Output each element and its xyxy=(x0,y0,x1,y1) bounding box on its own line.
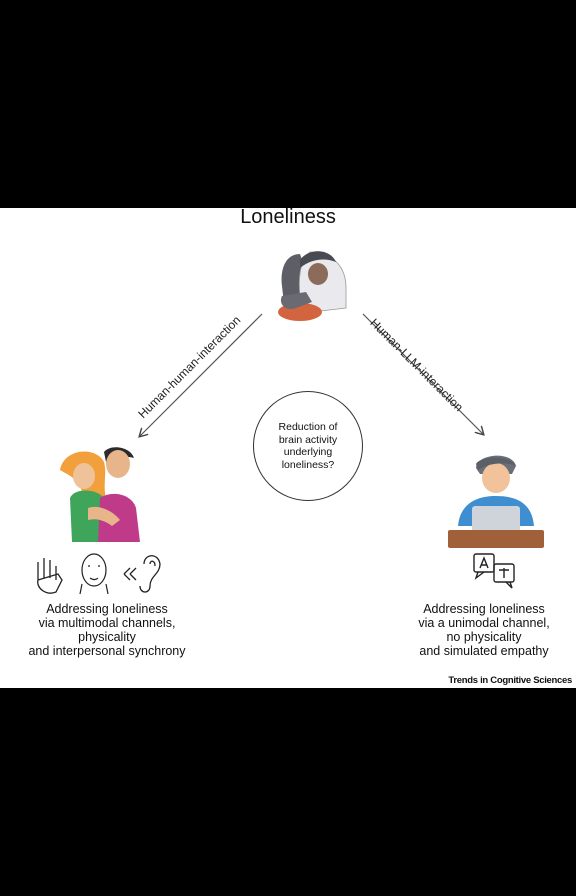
right-caption: Addressing loneliness via a unimodal cha… xyxy=(394,602,574,658)
diagram-panel: Loneliness xyxy=(0,208,576,688)
left-caption-line: Addressing loneliness xyxy=(46,602,168,616)
center-question-circle: Reduction of brain activity underlying l… xyxy=(253,391,363,501)
center-question-text: Reduction of brain activity underlying l… xyxy=(279,421,338,471)
hearing-icon xyxy=(123,555,161,593)
journal-credit: Trends in Cognitive Sciences xyxy=(448,675,572,686)
diagram-graphics xyxy=(37,251,544,595)
center-question-line: loneliness? xyxy=(281,458,335,471)
center-question-line: Reduction of xyxy=(278,421,338,433)
center-question-line: brain activity xyxy=(278,433,338,446)
diagram-title: Loneliness xyxy=(240,208,336,228)
hand-touch-icon xyxy=(37,558,63,594)
hugging-people-icon xyxy=(60,447,140,542)
left-caption-line: via multimodal channels, xyxy=(38,616,176,630)
person-laptop-icon xyxy=(448,455,544,548)
left-caption-line: and interpersonal synchrony xyxy=(28,644,186,658)
chat-translate-icon xyxy=(473,553,515,589)
right-caption-line: Addressing loneliness xyxy=(423,602,545,616)
left-caption: Addressing loneliness via multimodal cha… xyxy=(2,602,212,658)
left-arrow xyxy=(140,313,263,436)
right-caption-line: and simulated empathy xyxy=(419,644,549,658)
face-icon xyxy=(79,553,109,595)
right-caption-line: via a unimodal channel, xyxy=(418,616,550,630)
right-arrow xyxy=(362,313,483,434)
right-caption-line: no physicality xyxy=(446,630,522,644)
left-caption-line: physicality xyxy=(78,630,136,644)
center-question-line: underlying xyxy=(283,446,333,458)
lonely-person-icon xyxy=(278,251,347,321)
